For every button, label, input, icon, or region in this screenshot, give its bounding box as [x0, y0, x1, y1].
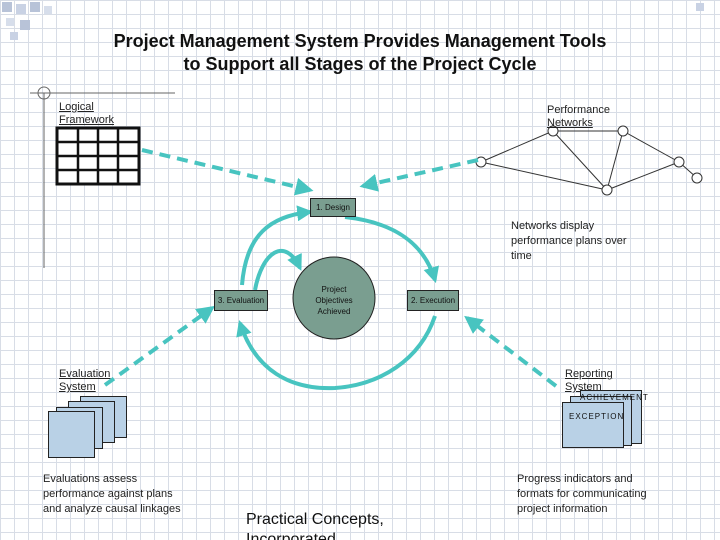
evaluation-system-label: Evaluation System [59, 368, 111, 393]
footer-credit: Practical Concepts, Incorporated [246, 511, 384, 540]
design-box: 1. Design [310, 198, 356, 217]
dashed-arrows [103, 148, 558, 388]
project-objectives-label: Project Objectives Achieved [315, 285, 353, 316]
evaluation-documents [48, 396, 138, 466]
performance-networks-label: Performance Networks [547, 104, 610, 129]
reporting-documents [562, 390, 652, 450]
performance-network [475, 125, 703, 196]
page-title: Project Management System Provides Manag… [113, 31, 607, 74]
evaluation-note: Evaluations assess performance against p… [43, 473, 181, 515]
project-objectives-circle [292, 256, 376, 340]
exception-tag: EXCEPTION [569, 412, 625, 421]
corner-decoration [0, 0, 60, 45]
logical-framework-grid [55, 126, 141, 186]
evaluation-box: 3. Evaluation [214, 290, 268, 311]
achievement-tag: ACHIEVEMENT [580, 393, 649, 402]
logical-framework-label: Logical Framework [59, 101, 115, 126]
execution-box: 2. Execution [407, 290, 459, 311]
cycle-arrows [236, 205, 439, 391]
corner-decoration-right [690, 0, 720, 20]
networks-note: Networks display performance plans over … [511, 220, 627, 262]
frame-lines [30, 86, 175, 268]
progress-note: Progress indicators and formats for comm… [517, 473, 647, 515]
